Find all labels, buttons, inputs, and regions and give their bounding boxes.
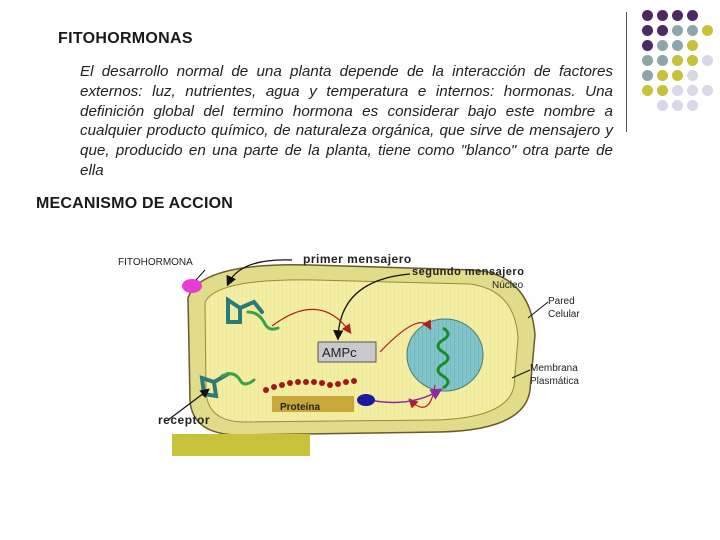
decor-dot <box>687 10 698 21</box>
receptor-upper-green <box>246 310 280 331</box>
decorative-divider <box>626 12 627 132</box>
decor-dot <box>642 40 653 51</box>
pointer-fitohormona <box>195 269 206 281</box>
arrow-segundo <box>333 273 411 341</box>
arrow-red-2 <box>379 319 432 353</box>
decor-dot <box>657 70 668 81</box>
decor-dot <box>657 40 668 51</box>
hormone-mechanism-diagram <box>167 259 549 436</box>
decor-dot <box>687 100 698 111</box>
label-nucleo: Núcleo <box>492 280 524 291</box>
decorative-dot-grid <box>640 10 720 120</box>
decor-dot <box>687 85 698 96</box>
decor-dot <box>702 55 713 66</box>
receptor-lower-green <box>220 372 256 386</box>
decor-dot <box>687 55 698 66</box>
decor-dot <box>672 55 683 66</box>
label-pared-celular: Pared Celular <box>548 296 580 320</box>
decor-dot <box>672 40 683 51</box>
label-membrana-plasmatica: Membrana Plasmática <box>530 363 579 387</box>
dna-coil <box>436 326 450 390</box>
section-title: MECANISMO DE ACCION <box>36 195 233 212</box>
decor-dot <box>642 85 653 96</box>
proteina-label-box <box>272 396 354 412</box>
decor-dot <box>657 85 668 96</box>
pointer-membrana <box>511 369 531 379</box>
decor-dot <box>642 70 653 81</box>
label-proteina: Proteína <box>280 402 321 413</box>
protein-chain <box>263 378 357 393</box>
decor-dot <box>672 100 683 111</box>
label-ampc: AMPc <box>322 345 357 360</box>
ampc-box <box>317 341 377 363</box>
decor-dot <box>672 10 683 21</box>
hormone-molecule <box>182 279 202 293</box>
decor-dot <box>687 70 698 81</box>
decor-dot <box>657 10 668 21</box>
slide-title: FITOHORMONAS <box>58 30 193 47</box>
protein-blob <box>357 394 375 406</box>
decor-dot <box>687 25 698 36</box>
label-primer-mensajero: primer mensajero <box>303 252 412 266</box>
arrow-primer <box>226 259 293 287</box>
decor-dot <box>672 70 683 81</box>
decor-dot <box>657 55 668 66</box>
decor-dot <box>702 85 713 96</box>
decor-dot <box>642 25 653 36</box>
receptor-upper <box>226 296 264 324</box>
decor-dot <box>702 25 713 36</box>
decor-dot <box>642 55 653 66</box>
highlight-bar <box>172 434 310 456</box>
arrow-purple <box>369 388 443 404</box>
decor-dot <box>657 100 668 111</box>
decor-dot <box>642 10 653 21</box>
decor-dot <box>672 85 683 96</box>
decor-dot <box>687 40 698 51</box>
label-segundo-mensajero: segundo mensajero <box>412 266 525 278</box>
decor-dot <box>672 25 683 36</box>
label-fitohormona: FITOHORMONA <box>118 257 193 268</box>
pointer-receptor <box>167 388 210 421</box>
pointer-pared <box>527 301 549 319</box>
arrow-red-1 <box>271 308 352 334</box>
intro-paragraph: El desarrollo normal de una planta depen… <box>80 63 613 179</box>
decor-dot <box>657 25 668 36</box>
label-receptor: receptor <box>158 413 211 427</box>
